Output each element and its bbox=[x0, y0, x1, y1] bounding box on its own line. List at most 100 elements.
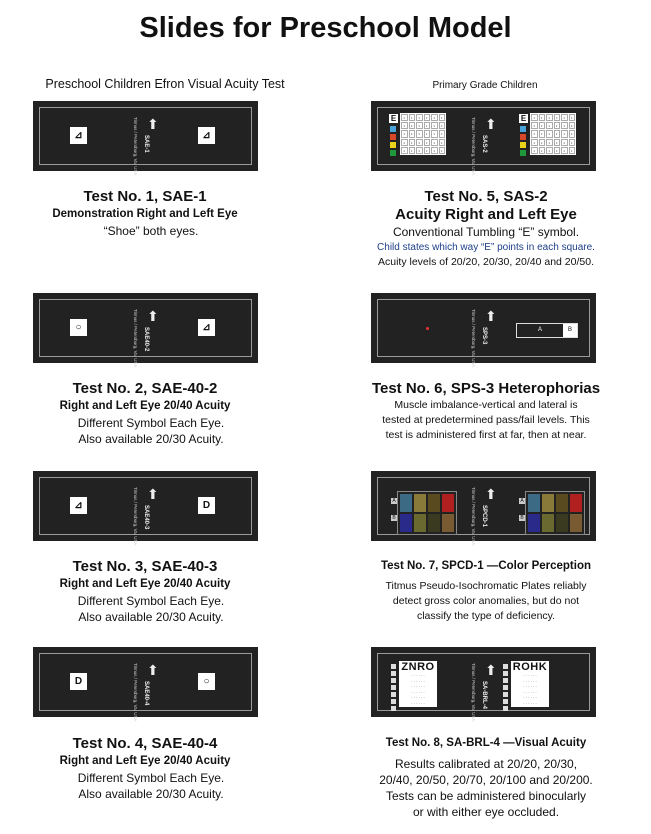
slide-code: SPS-3 bbox=[481, 327, 487, 345]
letter-row: · · · · · · bbox=[523, 700, 537, 706]
color-chip bbox=[390, 142, 396, 148]
color-plate bbox=[428, 494, 440, 512]
slide-frame bbox=[377, 107, 590, 165]
maker-label: Titmus / Petersburg, Va. USA bbox=[133, 663, 138, 722]
line-number bbox=[391, 671, 396, 676]
e-cell: • bbox=[561, 114, 568, 122]
slide-code: SAE-1 bbox=[143, 135, 149, 153]
e-cell: • bbox=[546, 138, 553, 146]
e-cell: • bbox=[408, 146, 415, 154]
e-cell: • bbox=[531, 130, 538, 138]
e-cell: • bbox=[438, 122, 445, 130]
color-chip bbox=[520, 126, 526, 132]
plate-row-label: B bbox=[519, 515, 525, 521]
test-title: Test No. 8, SA-BRL-4 —Visual Acuity bbox=[385, 737, 587, 749]
letter-row: · · · · · · bbox=[411, 689, 425, 695]
e-cell: • bbox=[561, 138, 568, 146]
e-cell: • bbox=[531, 138, 538, 146]
line-number bbox=[391, 692, 396, 697]
plate-row-label: A bbox=[391, 498, 397, 504]
letter-row: · · · · · · bbox=[523, 678, 537, 684]
letter-chart-top-row: ROHK bbox=[512, 661, 548, 673]
e-cell: • bbox=[431, 130, 438, 138]
acuity-symbol: D bbox=[198, 497, 215, 514]
e-cell: • bbox=[561, 146, 568, 154]
maker-label: Titmus / Petersburg, Va. USA bbox=[133, 309, 138, 368]
up-arrow-icon: ⬆ bbox=[147, 308, 159, 324]
e-chart-grid: •••••••••••••••••••••••••••••• bbox=[400, 113, 446, 155]
e-cell: • bbox=[408, 138, 415, 146]
plate-row-label: A bbox=[519, 498, 525, 504]
e-cell: • bbox=[568, 146, 575, 154]
letter-chart: ZNRO· · · · · ·· · · · · ·· · · · · ·· ·… bbox=[399, 661, 437, 707]
right-column-heading: Primary Grade Children bbox=[432, 80, 538, 91]
caption-line: tested at predetermined pass/fail levels… bbox=[382, 414, 590, 426]
up-arrow-icon: ⬆ bbox=[147, 116, 159, 132]
slide-frame bbox=[377, 477, 590, 535]
line-number bbox=[503, 671, 508, 676]
letter-row: · · · · · · bbox=[523, 673, 537, 678]
caption-line: Titmus Pseudo-Isochromatic Plates reliab… bbox=[385, 580, 587, 592]
up-arrow-icon: ⬆ bbox=[485, 116, 497, 132]
color-plate bbox=[442, 514, 454, 532]
e-cell: • bbox=[531, 114, 538, 122]
slide-code: SAE40-4 bbox=[143, 681, 149, 706]
e-cell: • bbox=[431, 114, 438, 122]
color-plate-grid bbox=[397, 491, 457, 535]
up-arrow-icon: ⬆ bbox=[485, 308, 497, 324]
color-chip bbox=[390, 150, 396, 156]
e-cell: • bbox=[553, 146, 560, 154]
e-cell: • bbox=[431, 138, 438, 146]
e-cell: • bbox=[431, 122, 438, 130]
line-number bbox=[503, 692, 508, 697]
e-cell: • bbox=[561, 122, 568, 130]
e-cell: • bbox=[438, 146, 445, 154]
caption-line: Also available 20/30 Acuity. bbox=[78, 787, 224, 801]
e-cell: • bbox=[561, 130, 568, 138]
line-number bbox=[391, 664, 396, 669]
slide-code: SAE40-3 bbox=[143, 505, 149, 530]
color-chip bbox=[520, 142, 526, 148]
caption-line: or with either eye occluded. bbox=[412, 805, 560, 819]
maker-label: Titmus / Petersburg, Va. USA bbox=[133, 487, 138, 546]
caption-line: Right and Left Eye 20/40 Acuity bbox=[59, 578, 231, 590]
color-plate bbox=[528, 514, 540, 532]
caption-line: Results calibrated at 20/20, 20/30, bbox=[394, 757, 578, 771]
tumbling-e-symbol: E bbox=[519, 114, 528, 123]
color-plate bbox=[542, 514, 554, 532]
test-title: Test No. 5, SAS-2 bbox=[424, 188, 548, 205]
color-plate bbox=[542, 494, 554, 512]
letter-row: · · · · · · bbox=[411, 700, 425, 706]
e-cell: • bbox=[538, 114, 545, 122]
letter-chart: ROHK· · · · · ·· · · · · ·· · · · · ·· ·… bbox=[511, 661, 549, 707]
caption-line: Also available 20/30 Acuity. bbox=[78, 610, 224, 624]
maker-label: Titmus / Petersburg, Va. USA bbox=[471, 309, 476, 368]
caption-line: Different Symbol Each Eye. bbox=[77, 771, 225, 785]
letter-row: · · · · · · bbox=[523, 684, 537, 689]
caption-line: “Shoe” both eyes. bbox=[103, 224, 199, 238]
caption-line: Different Symbol Each Eye. bbox=[77, 594, 225, 608]
line-number bbox=[391, 685, 396, 690]
e-cell: • bbox=[553, 130, 560, 138]
line-number bbox=[391, 699, 396, 704]
acuity-symbol: D bbox=[70, 673, 87, 690]
e-cell: • bbox=[553, 138, 560, 146]
e-cell: • bbox=[531, 122, 538, 130]
slide-marking: ⬆ SPS-3 Titmus / Petersburg, Va. USA bbox=[471, 301, 501, 368]
caption-line: Different Symbol Each Eye. bbox=[77, 416, 225, 430]
color-plate bbox=[400, 514, 412, 532]
line-numbers bbox=[391, 664, 396, 713]
e-cell: • bbox=[423, 146, 430, 154]
line-number bbox=[503, 699, 508, 704]
letter-row: · · · · · · bbox=[411, 684, 425, 689]
